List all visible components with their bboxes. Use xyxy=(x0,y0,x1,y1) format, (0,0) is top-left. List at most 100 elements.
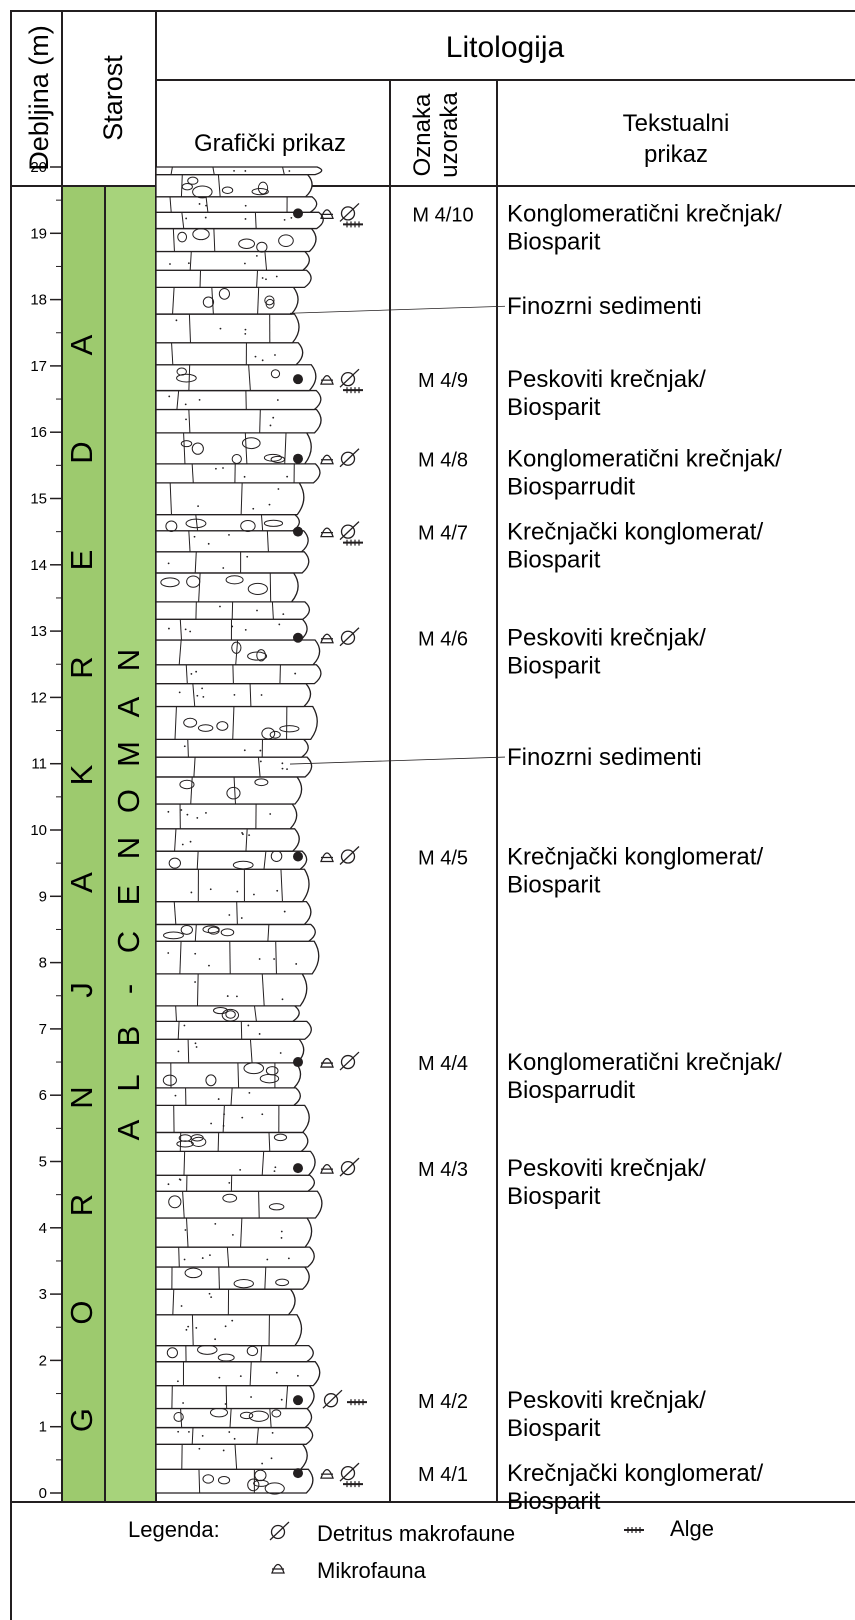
sand-grain xyxy=(220,328,222,330)
sand-grain xyxy=(176,319,178,321)
sand-grain xyxy=(225,1325,227,1327)
sand-grain xyxy=(210,1296,212,1298)
sand-grain xyxy=(234,694,236,696)
rock-bed xyxy=(156,229,316,252)
text-column-title-line2: prikaz xyxy=(644,141,708,168)
depth-tick-label: 1 xyxy=(39,1419,47,1436)
sand-grain xyxy=(181,1305,183,1307)
sand-grain xyxy=(276,276,278,278)
sand-grain xyxy=(168,562,170,564)
sand-grain xyxy=(274,354,276,356)
microfauna-icon xyxy=(272,1565,284,1574)
sand-grain xyxy=(168,628,170,630)
age-column-title: Starost xyxy=(98,55,128,141)
bed-joint xyxy=(184,1151,185,1175)
depth-tick-label: 5 xyxy=(39,1154,47,1171)
rock-bed xyxy=(156,483,304,515)
sand-grain xyxy=(259,958,261,960)
sand-grain xyxy=(260,761,262,763)
series-letter: A xyxy=(64,872,99,893)
legend-macrofauna-label: Detritus makrofaune xyxy=(317,1521,515,1546)
rock-bed xyxy=(156,197,317,212)
rock-bed xyxy=(156,1428,313,1445)
sand-grain xyxy=(252,508,254,510)
sand-grain xyxy=(222,467,224,469)
sand-grain xyxy=(282,768,284,770)
sand-grain xyxy=(236,891,238,893)
sand-grain xyxy=(255,356,257,358)
sample-point xyxy=(293,208,303,218)
sand-grain xyxy=(248,834,250,836)
sand-grain xyxy=(278,624,280,626)
sample-row: M 4/4Konglomeratični krečnjak/Biosparrud… xyxy=(293,1049,782,1104)
sand-grain xyxy=(286,768,288,770)
rock-bed xyxy=(156,573,298,602)
macrofauna-detritus-icon-stroke xyxy=(270,1522,289,1540)
sand-grain xyxy=(244,170,246,172)
sand-grain xyxy=(250,1396,252,1398)
sand-grain xyxy=(185,628,187,630)
rock-bed xyxy=(156,1218,312,1247)
sand-grain xyxy=(245,218,247,220)
sand-grain xyxy=(228,914,230,916)
sand-grain xyxy=(273,958,275,960)
sand-grain xyxy=(195,1042,197,1044)
sand-grain xyxy=(228,534,230,536)
series-letter: N xyxy=(64,1086,99,1108)
sand-grain xyxy=(231,1320,233,1322)
sand-grain xyxy=(281,1231,283,1233)
sand-grain xyxy=(201,687,203,689)
depth-tick-label: 4 xyxy=(39,1220,47,1237)
sand-grain xyxy=(284,219,286,221)
sand-grain xyxy=(202,1435,204,1437)
microfauna-icon xyxy=(321,1059,333,1068)
sample-label: M 4/3 xyxy=(418,1159,468,1181)
macrofauna-detritus-icon-stroke xyxy=(340,369,359,387)
sand-grain xyxy=(186,1329,188,1331)
depth-tick-label: 11 xyxy=(31,756,47,773)
sand-grain xyxy=(208,543,210,545)
fine-sediment-label: Finozrni sedimenti xyxy=(507,293,702,320)
sample-description-line2: Biosparrudit xyxy=(507,474,635,501)
rock-bed xyxy=(156,974,307,1006)
sand-grain xyxy=(177,1431,179,1433)
sand-grain xyxy=(228,1182,230,1184)
sand-grain xyxy=(240,1375,242,1377)
sample-label: M 4/10 xyxy=(412,204,473,226)
fine-sediment-note: Finozrni sedimenti xyxy=(290,293,702,320)
sand-grain xyxy=(284,911,286,913)
sand-grain xyxy=(178,1050,180,1052)
microfauna-icon xyxy=(321,376,333,385)
sample-point xyxy=(293,633,303,643)
sand-grain xyxy=(187,1326,189,1328)
rock-bed xyxy=(156,1191,322,1218)
sample-description-line2: Biosparit xyxy=(507,1488,601,1515)
sample-description-line1: Peskoviti krečnjak/ xyxy=(507,1387,706,1414)
stage-letter: M xyxy=(111,741,146,767)
sand-grain xyxy=(239,1169,241,1171)
sand-grain xyxy=(247,1025,249,1027)
macrofauna-detritus-icon-stroke xyxy=(340,522,359,540)
sand-grain xyxy=(259,1033,261,1035)
stage-letter: O xyxy=(111,789,146,813)
series-letter: O xyxy=(64,1300,99,1324)
sand-grain xyxy=(168,396,170,398)
depth-tick-label: 2 xyxy=(39,1352,47,1369)
sand-grain xyxy=(281,1399,283,1401)
sand-grain xyxy=(209,1254,211,1256)
sand-grain xyxy=(190,841,192,843)
sand-grain xyxy=(276,890,278,892)
macrofauna-detritus-icon-stroke xyxy=(340,449,359,467)
bed-joint xyxy=(260,410,261,433)
sand-grain xyxy=(185,419,187,421)
sample-column-title-line2: uzoraka xyxy=(436,92,463,178)
sample-description-line1: Krečnjački konglomerat/ xyxy=(507,519,763,546)
sand-grain xyxy=(223,1450,225,1452)
sand-grain xyxy=(202,696,204,698)
sample-label: M 4/9 xyxy=(418,370,468,392)
sand-grain xyxy=(190,673,192,675)
sample-row: M 4/1Krečnjački konglomerat/Biosparit xyxy=(293,1460,763,1515)
